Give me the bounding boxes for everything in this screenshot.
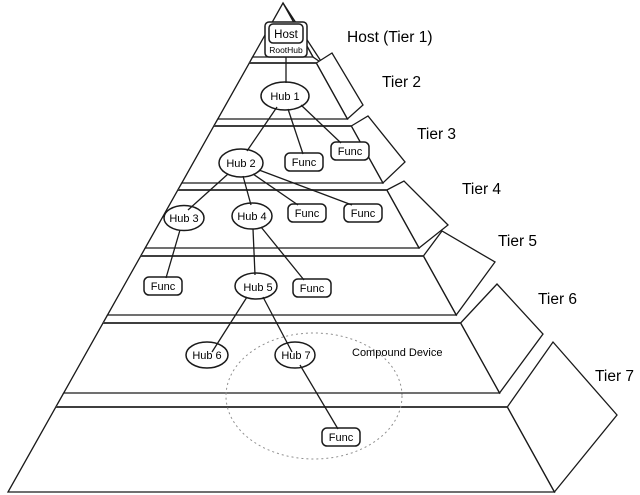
node-hub5-label: Hub 5	[243, 282, 272, 294]
pyramid-left-edge-jogs	[55, 56, 254, 408]
compound-device-outline	[225, 332, 403, 460]
tier-1-label: Host (Tier 1)	[347, 29, 433, 46]
edge-hub4-hub5	[252, 228, 256, 276]
edge-hub5-hub7	[262, 296, 293, 353]
edge-hub2-hub3	[187, 173, 229, 211]
topology-edges	[165, 57, 353, 430]
node-host-label: Host	[274, 29, 298, 41]
node-hub7	[274, 341, 316, 369]
tier-3-label: Tier 3	[417, 126, 456, 143]
node-host	[268, 23, 304, 44]
node-func6-label: Func	[300, 283, 325, 295]
edge-hub7-func7	[299, 364, 339, 430]
node-hub1-label: Hub 1	[270, 91, 299, 103]
edge-hub2-hub4	[242, 175, 252, 206]
edge-hub3-func5	[165, 229, 181, 279]
node-func5	[143, 276, 183, 296]
node-labels: Host RootHub Hub 1 Hub 2 Hub 3 Hub 4 Hub…	[151, 29, 443, 444]
node-func3	[287, 203, 327, 223]
node-hub2	[218, 148, 264, 178]
node-hub1	[260, 81, 310, 111]
node-func2	[330, 141, 370, 161]
topology-nodes	[143, 21, 383, 447]
pyramid-front-faces	[6, 1, 556, 493]
node-func1	[284, 152, 324, 172]
edge-hub4-func6	[260, 226, 305, 281]
node-hub4	[231, 202, 273, 230]
node-roothub-label: RootHub	[269, 45, 303, 55]
edge-hub5-hub6	[211, 296, 248, 353]
node-func4-label: Func	[351, 208, 376, 220]
node-hub2-label: Hub 2	[226, 158, 255, 170]
node-func7	[321, 427, 361, 447]
node-func4	[343, 203, 383, 223]
tier-4-label: Tier 4	[462, 181, 501, 198]
edge-hub1-hub2	[246, 106, 278, 152]
left-jog-5	[102, 314, 109, 324]
edge-hub2-func3	[252, 173, 299, 206]
edge-hub2-func4	[258, 169, 353, 206]
node-hub3-label: Hub 3	[169, 213, 198, 225]
left-jog-2	[213, 118, 219, 127]
node-hub4-label: Hub 4	[237, 211, 266, 223]
tier-labels: Host (Tier 1) Tier 2 Tier 3 Tier 4 Tier …	[347, 29, 634, 385]
left-jog-4	[140, 247, 146, 257]
edge-hub1-func2	[300, 104, 342, 144]
tier-6-label: Tier 6	[538, 291, 577, 308]
node-hub3	[163, 204, 205, 232]
tier-5-label: Tier 5	[498, 233, 537, 250]
tier-7-label: Tier 7	[595, 368, 634, 385]
node-func7-label: Func	[329, 432, 354, 444]
tier-top-edges	[55, 62, 508, 408]
left-jog-6	[55, 392, 65, 408]
node-func3-label: Func	[295, 208, 320, 220]
tier-2-label: Tier 2	[382, 74, 421, 91]
compound-device-label: Compound Device	[352, 347, 443, 359]
edge-hub1-func1	[287, 108, 304, 155]
left-jog-3	[177, 182, 183, 191]
node-hub6-label: Hub 6	[192, 350, 221, 362]
node-func2-label: Func	[338, 146, 363, 158]
node-func5-label: Func	[151, 281, 176, 293]
tier-7-front-face	[6, 406, 556, 493]
node-func1-label: Func	[292, 157, 317, 169]
node-hub6	[185, 341, 229, 369]
node-func6	[292, 278, 332, 298]
node-hub5	[234, 272, 278, 300]
node-hub7-label: Hub 7	[281, 350, 310, 362]
